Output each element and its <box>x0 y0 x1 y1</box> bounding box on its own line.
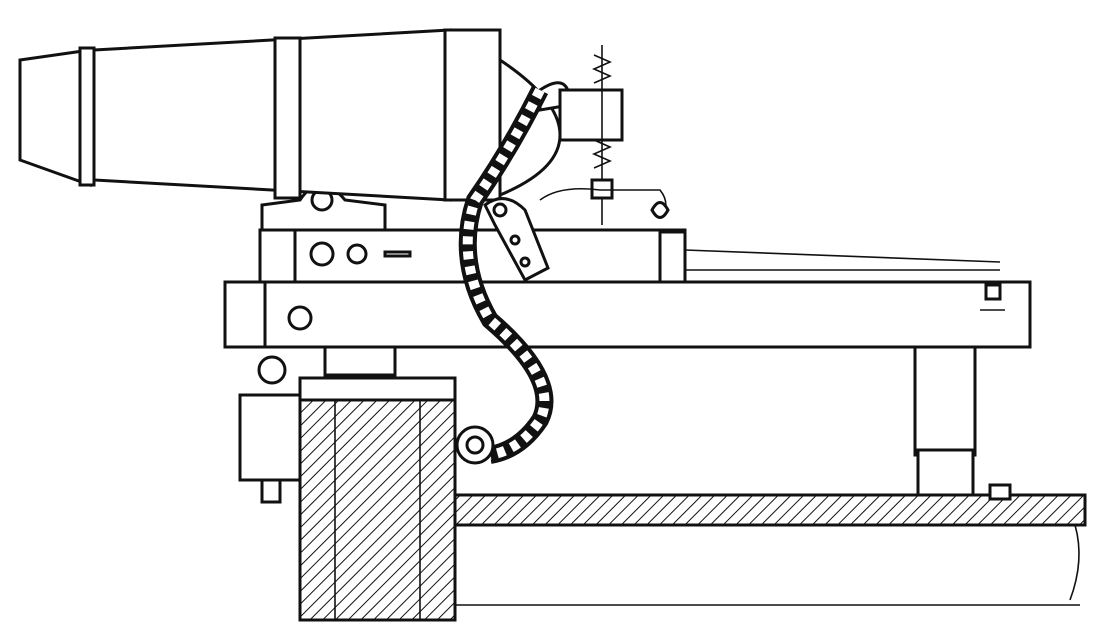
elevating-screw <box>539 45 670 225</box>
pivot <box>323 343 397 377</box>
hanging-block <box>238 355 302 504</box>
lower-carriage <box>223 280 1032 349</box>
cannon-barrel <box>18 28 624 202</box>
rope <box>455 85 554 465</box>
upper-carriage <box>258 183 1001 284</box>
rear-support <box>913 343 1012 501</box>
wall-block <box>298 376 457 622</box>
lever-plate <box>483 197 550 283</box>
floor <box>438 493 1087 606</box>
